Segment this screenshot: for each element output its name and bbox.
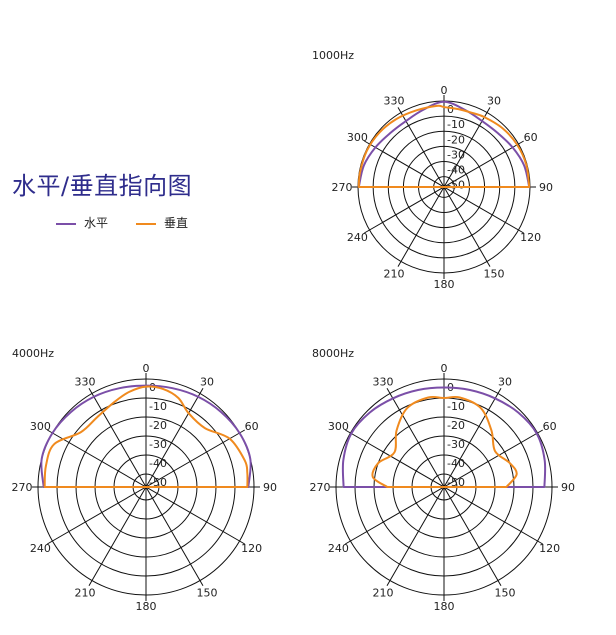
angle-label: 180: [136, 600, 157, 613]
chart-title: 1000Hz: [312, 49, 354, 62]
angle-label: 150: [495, 587, 516, 600]
angle-label: 240: [347, 231, 368, 244]
radial-label: -50: [149, 476, 167, 489]
angle-label: 300: [347, 131, 368, 144]
angle-label: 30: [487, 94, 501, 107]
angle-label: 0: [143, 362, 150, 375]
angle-label: 120: [539, 542, 560, 555]
series-curve-horizontal: [357, 100, 531, 188]
chart-title: 8000Hz: [312, 347, 354, 360]
angle-label: 180: [434, 600, 455, 613]
radial-label: -30: [149, 438, 167, 451]
radial-label: -10: [447, 400, 465, 413]
radial-label: -20: [149, 419, 167, 432]
angle-label: 330: [384, 94, 405, 107]
angle-label: 60: [524, 131, 538, 144]
angle-label: 90: [263, 481, 277, 494]
angle-label: 0: [441, 84, 448, 97]
angle-label: 180: [434, 278, 455, 291]
legend-swatch-horizontal: [56, 222, 76, 225]
legend-item-horizontal: 水平: [56, 214, 108, 231]
radial-label: -40: [149, 457, 167, 470]
angle-label: 210: [373, 587, 394, 600]
angle-label: 150: [197, 587, 218, 600]
angle-label: 0: [441, 362, 448, 375]
series-curve-vertical: [357, 104, 531, 188]
radial-label: -40: [447, 457, 465, 470]
angle-label: 300: [328, 420, 349, 433]
radial-label: -20: [447, 133, 465, 146]
radial-label: -50: [447, 476, 465, 489]
angle-label: 270: [12, 481, 33, 494]
angle-label: 90: [561, 481, 575, 494]
angle-label: 60: [245, 420, 259, 433]
angle-label: 240: [30, 542, 51, 555]
radial-label: -10: [447, 118, 465, 131]
angle-label: 330: [75, 375, 96, 388]
angle-label: 90: [539, 181, 553, 194]
angle-label: 300: [30, 420, 51, 433]
page-title: 水平/垂直指向图: [12, 172, 193, 200]
legend-label-vertical: 垂直: [164, 216, 189, 230]
angle-label: 240: [328, 542, 349, 555]
angle-label: 120: [241, 542, 262, 555]
angle-label: 210: [384, 268, 405, 281]
radial-label: -20: [447, 419, 465, 432]
legend-label-horizontal: 水平: [84, 216, 109, 230]
radial-label: -10: [149, 400, 167, 413]
angle-label: 270: [332, 181, 353, 194]
angle-label: 150: [484, 268, 505, 281]
series-curve-vertical: [43, 385, 249, 488]
legend-swatch-vertical: [136, 222, 156, 225]
chart-title: 4000Hz: [12, 347, 54, 360]
series-curve-vertical: [371, 395, 518, 488]
angle-label: 120: [520, 231, 541, 244]
angle-label: 210: [75, 587, 96, 600]
radial-label: -40: [447, 164, 465, 177]
radial-label: -50: [447, 179, 465, 192]
radial-label: -30: [447, 148, 465, 161]
radial-label: -30: [447, 438, 465, 451]
legend-item-vertical: 垂直: [136, 214, 188, 231]
angle-label: 60: [543, 420, 557, 433]
series-curve-horizontal: [341, 386, 547, 488]
angle-label: 270: [310, 481, 331, 494]
radial-label: 0: [447, 103, 454, 116]
angle-label: 30: [498, 375, 512, 388]
angle-label: 330: [373, 375, 394, 388]
polar-chart-0: 1000Hz 0 30 60 90 120 150 180 210 240 270 300 330 0 -1…: [312, 49, 553, 291]
angle-label: 30: [200, 375, 214, 388]
